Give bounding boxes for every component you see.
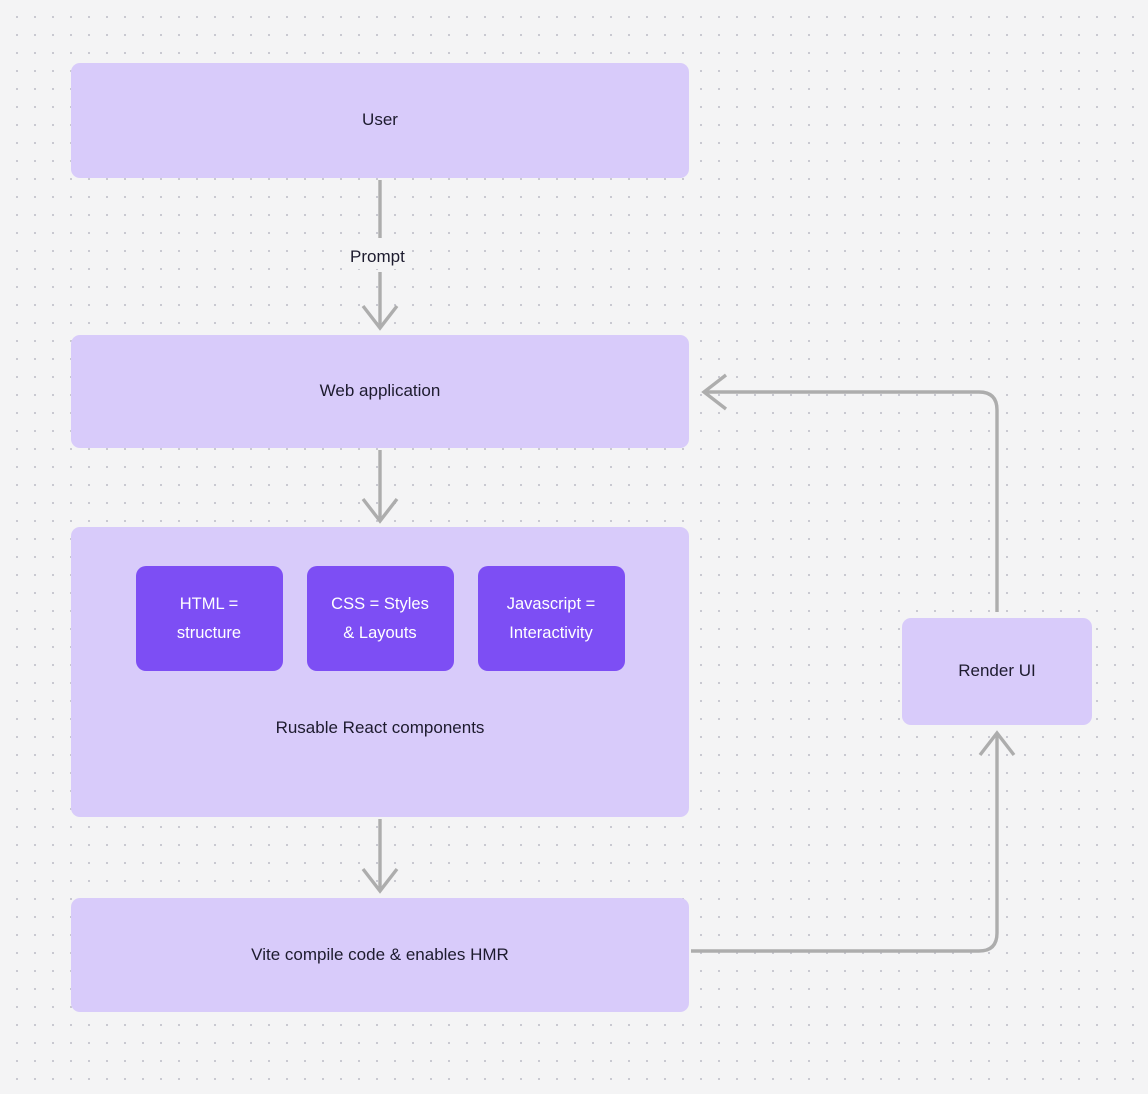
chip-javascript-text: Javascript =Interactivity <box>506 594 596 642</box>
arrowhead-webapp-to-components <box>361 497 399 524</box>
chip-javascript[interactable]: Javascript =Interactivity <box>477 566 625 671</box>
node-render-ui[interactable]: Render UI <box>902 618 1092 725</box>
node-vite[interactable]: Vite compile code & enables HMR <box>71 898 689 1012</box>
node-web-application[interactable]: Web application <box>71 335 689 448</box>
arrowhead-vite-to-render <box>978 730 1016 757</box>
node-user[interactable]: User <box>71 63 689 178</box>
arrowhead-render-to-webapp <box>701 373 728 411</box>
edge-vite-to-render <box>691 733 999 953</box>
tech-chip-row: HTML =structure CSS = Styles& Layouts Ja… <box>71 566 689 671</box>
react-components-caption: Rusable React components <box>275 718 485 737</box>
node-user-label: User <box>362 110 398 130</box>
react-components-inner: HTML =structure CSS = Styles& Layouts Ja… <box>71 527 689 817</box>
node-vite-label: Vite compile code & enables HMR <box>251 944 509 964</box>
chip-css-text: CSS = Styles& Layouts <box>331 594 429 642</box>
arrowhead-prompt-to-webapp <box>361 304 399 331</box>
chip-css[interactable]: CSS = Styles& Layouts <box>306 566 454 671</box>
chip-html[interactable]: HTML =structure <box>135 566 283 671</box>
edge-label-prompt: Prompt <box>344 245 411 269</box>
edge-render-to-webapp <box>704 390 999 612</box>
node-render-ui-label: Render UI <box>958 661 1036 681</box>
arrowhead-components-to-vite <box>361 867 399 894</box>
node-react-components[interactable]: HTML =structure CSS = Styles& Layouts Ja… <box>71 527 689 817</box>
node-web-application-label: Web application <box>319 381 441 401</box>
chip-html-text: HTML =structure <box>176 594 242 642</box>
